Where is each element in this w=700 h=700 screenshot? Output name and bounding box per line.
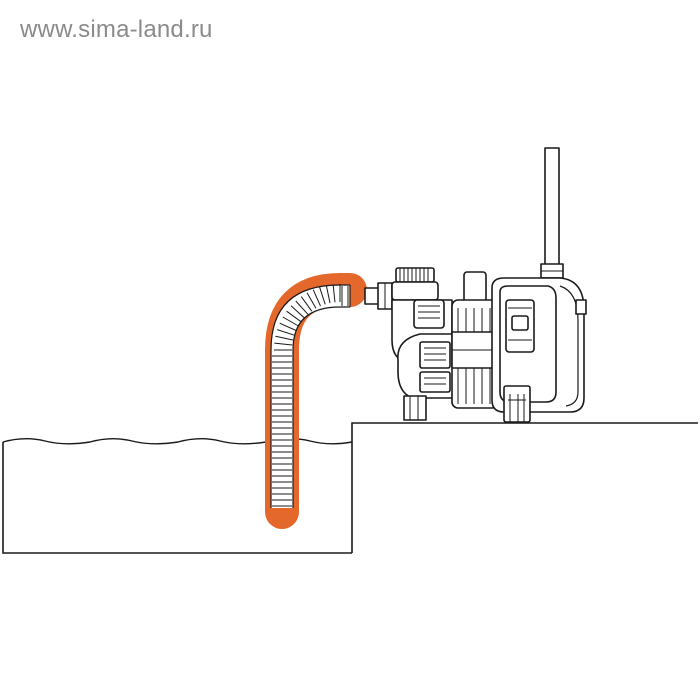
hose-rib xyxy=(319,287,326,305)
hose-top-edge-outer xyxy=(270,284,350,351)
filter-housing-top xyxy=(391,281,439,301)
hose-rib xyxy=(274,342,293,346)
hose-rib xyxy=(290,305,305,319)
rear-foot xyxy=(503,385,531,423)
chamber-panel-lines xyxy=(424,347,446,361)
hose-rib xyxy=(286,310,302,323)
hose-rib xyxy=(279,322,297,331)
filter-window xyxy=(413,299,445,329)
body-side-curve xyxy=(559,285,579,407)
water-surface xyxy=(2,438,353,445)
front-foot xyxy=(403,395,427,421)
tank-outline xyxy=(2,442,352,554)
hose-rib xyxy=(325,285,331,304)
filter-cap-ribs xyxy=(399,268,429,282)
outlet-pipe xyxy=(544,147,560,267)
control-switch xyxy=(511,315,529,331)
chamber-panel xyxy=(419,341,451,369)
surface-pump-icon xyxy=(364,147,587,423)
body-side-tab xyxy=(575,299,587,315)
outlet-pipe-icon xyxy=(540,147,564,297)
hose-rib xyxy=(306,292,317,309)
watermark: www.sima-land.ru xyxy=(20,16,213,43)
hose-rib xyxy=(332,284,336,303)
chamber-lower-panel xyxy=(419,371,451,393)
hose-top-edge-inner xyxy=(292,306,350,351)
hose-inner-core xyxy=(271,285,350,508)
water-tank-icon xyxy=(2,438,353,554)
ground-platform xyxy=(351,422,698,553)
rear-foot-lines xyxy=(508,394,526,422)
hose-rib xyxy=(295,300,309,315)
hose-rib xyxy=(275,335,294,341)
hose-corrugation xyxy=(272,284,349,507)
filter-window-lines xyxy=(418,305,440,319)
chamber-lower-lines xyxy=(424,377,446,385)
suction-hose-icon xyxy=(265,273,367,529)
hose-rib xyxy=(277,329,295,336)
hose-rib xyxy=(282,316,299,327)
hose-rib xyxy=(312,289,321,307)
hose-rib xyxy=(300,296,313,312)
